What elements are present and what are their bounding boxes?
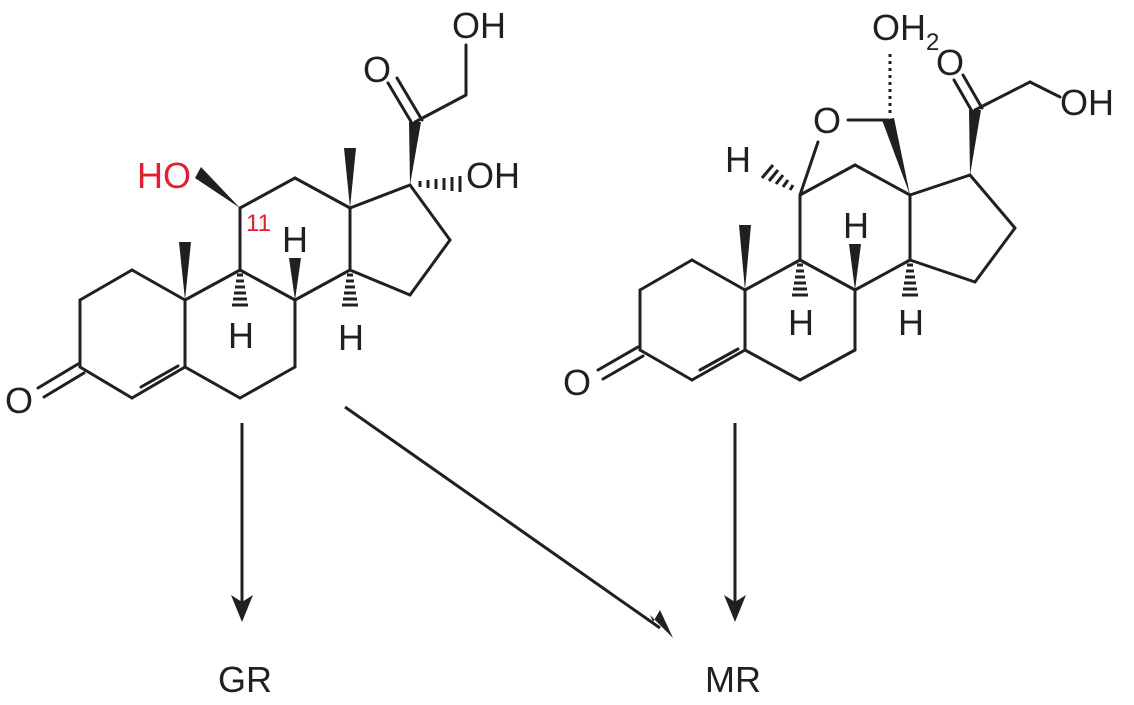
left-molecule: HO 11 OH OH O O H H H [5,5,520,421]
right-h-14-label: H [898,302,924,343]
left-keto-3-label: O [5,380,33,421]
right-h-8-label: H [843,205,869,246]
right-molecule: OH2 O H O OH O H H H [563,7,1114,403]
left-ho-11-label: HO [137,155,191,196]
right-hash-h11 [760,164,795,191]
mr-receptor-label: MR [705,659,761,700]
right-hash-h14 [902,263,918,297]
arrow-right-to-mr [724,423,746,622]
right-oh-21-label: OH [1060,82,1114,123]
arrow-left-to-mr [344,405,673,638]
gr-receptor-label: GR [218,659,272,700]
right-ring-o-label: O [813,100,841,141]
left-hash-h14 [342,273,358,307]
right-h-9-label: H [788,302,814,343]
left-atom-labels: HO 11 OH OH O O H H H [5,5,520,421]
right-stereo-bonds [739,52,981,297]
right-keto-20-label: O [936,42,964,83]
arrow-left-to-gr [231,423,253,622]
left-stereo-bonds [179,122,462,307]
right-hash-h9 [792,263,808,297]
right-oh2-label: OH2 [872,7,939,56]
left-oh-17-label: OH [466,155,520,196]
left-hash-h9 [232,273,248,307]
right-h-11-label: H [725,139,751,180]
right-bond-skeleton [596,73,1062,382]
left-hash-oh17 [418,176,462,192]
left-h-14-label: H [338,317,364,358]
left-oh-21-label: OH [452,5,506,46]
arrows [231,405,746,638]
left-h-8-label: H [282,219,308,260]
left-position-11-label: 11 [246,210,271,237]
left-bond-skeleton [36,43,468,400]
right-atom-labels: OH2 O H O OH O H H H [563,7,1114,403]
left-h-9-label: H [228,315,254,356]
right-keto-3-label: O [563,362,591,403]
left-keto-20-label: O [363,49,391,90]
